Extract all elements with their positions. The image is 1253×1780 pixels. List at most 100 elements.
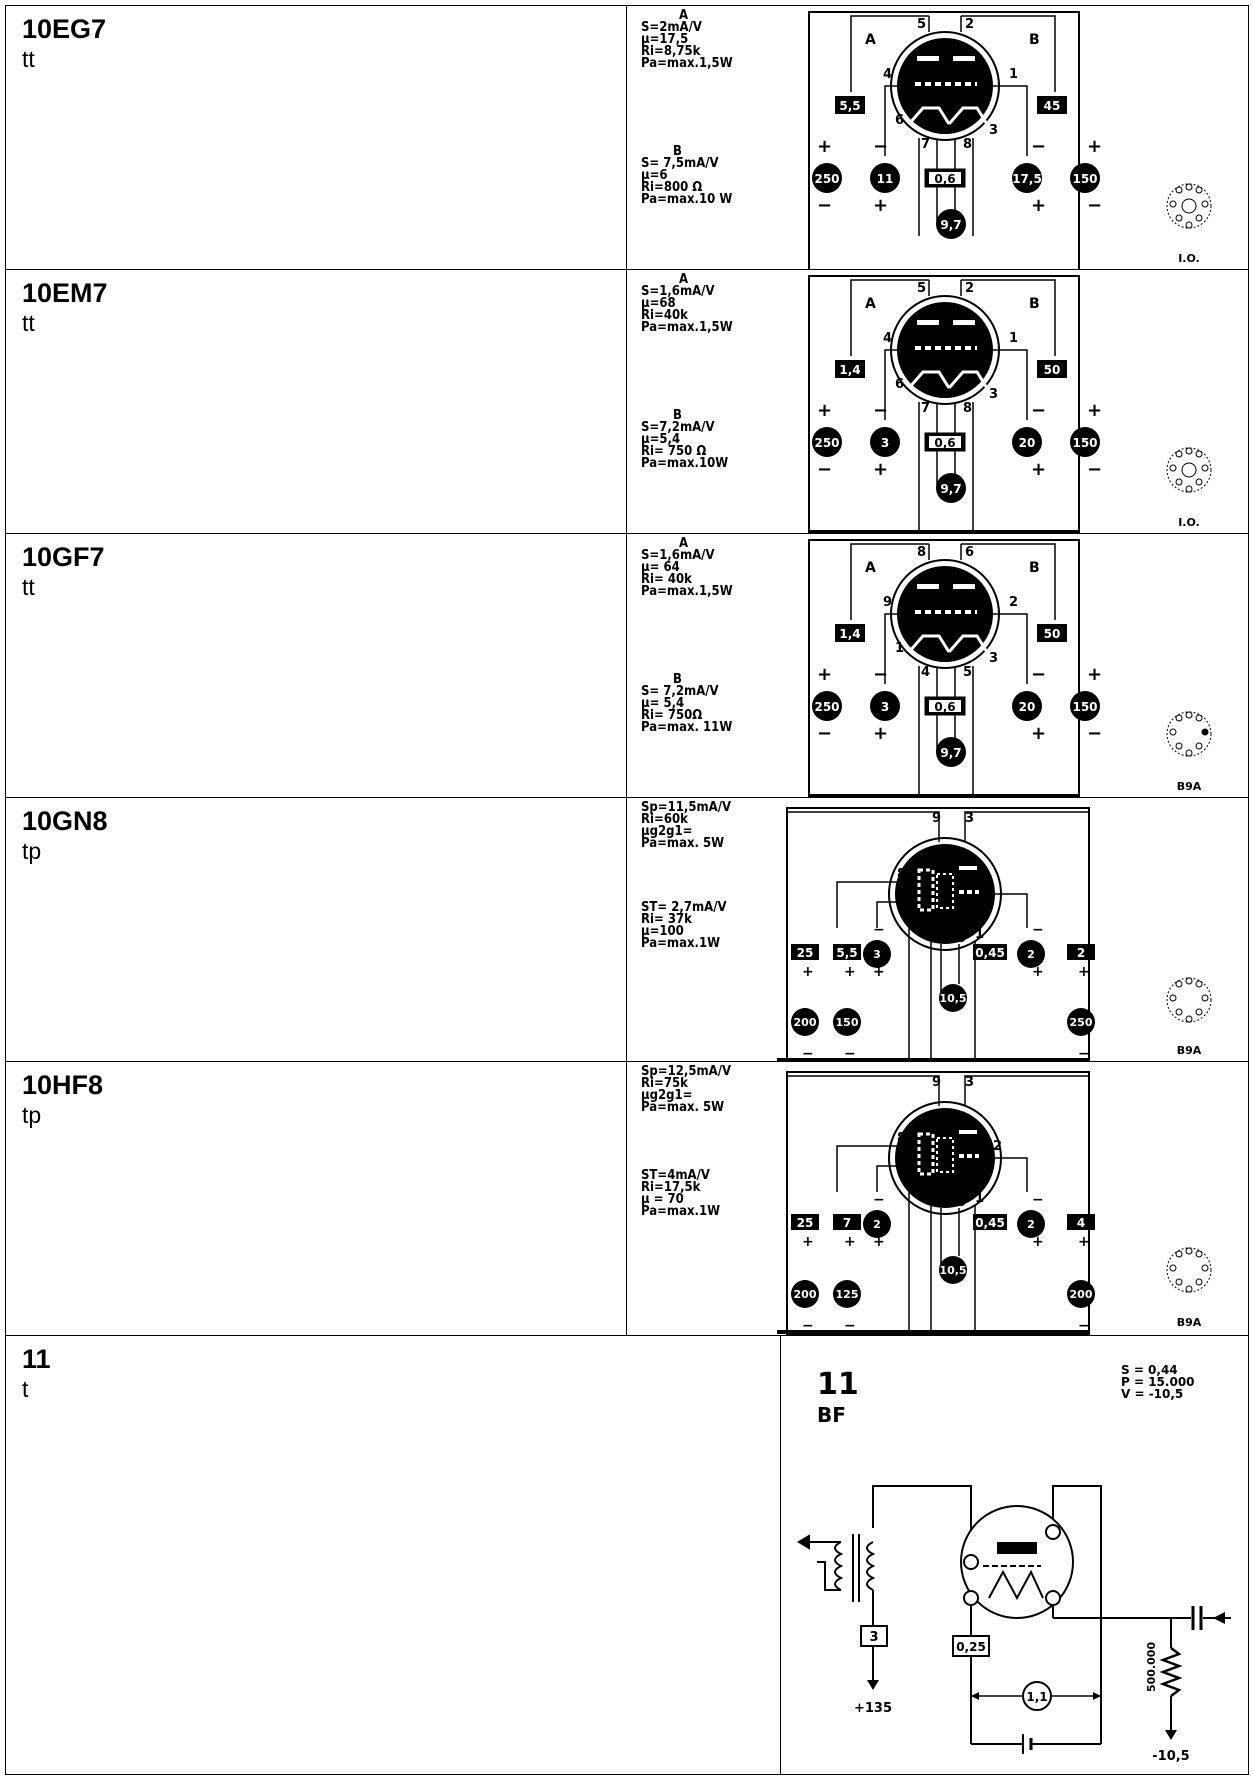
specs-section-b: B S= 7,2mA/V µ= 5,4 Ri= 750Ω Pa=max. 11W bbox=[641, 672, 732, 734]
svg-text:−: − bbox=[873, 1192, 885, 1208]
pin-label: 1 bbox=[975, 927, 984, 942]
tube-name: 10EG7 bbox=[22, 14, 107, 44]
current-box: 0,6 bbox=[934, 436, 955, 450]
unit-a-label: A bbox=[865, 296, 876, 312]
svg-text:+: + bbox=[873, 1234, 885, 1250]
unit-b-label: B bbox=[1029, 32, 1040, 48]
row-diagram-cell: Sp=12,5mA/V Ri=75k µg2g1= Pa=max. 5W ST=… bbox=[626, 1061, 1249, 1336]
pin-label: 4 bbox=[939, 931, 948, 946]
voltage-marker: 2 bbox=[873, 1218, 881, 1231]
voltage-marker: 150 bbox=[1072, 172, 1097, 186]
section-a-header: A bbox=[679, 272, 689, 287]
heater-voltage-marker: 10,5 bbox=[939, 1264, 966, 1277]
pin-label: 6 bbox=[895, 113, 904, 128]
spec-line: Pa=max.1,5W bbox=[641, 320, 733, 335]
pin-label: 2 bbox=[1009, 595, 1018, 610]
pin-label: 3 bbox=[965, 811, 974, 826]
pin-label: 1 bbox=[975, 1191, 984, 1206]
voltage-marker: 20 bbox=[1019, 436, 1036, 450]
spec-line: Ri=800 Ω bbox=[641, 180, 703, 195]
row-diagram-cell: A S=2mA/V µ=17,5 Ri=8,75k Pa=max.1,5W B … bbox=[626, 5, 1249, 270]
voltage-marker: 250 bbox=[1070, 1016, 1093, 1029]
spec-line: S=1,6mA/V bbox=[641, 284, 715, 299]
svg-text:−: − bbox=[1031, 664, 1046, 685]
svg-text:−: − bbox=[1087, 459, 1102, 480]
heater-voltage-marker: 9,7 bbox=[940, 218, 961, 232]
pin-label: 4 bbox=[939, 1195, 948, 1210]
section-b-header: B bbox=[673, 408, 682, 423]
pin-label: 3 bbox=[965, 1075, 974, 1090]
anode-voltage-box: 1,4 bbox=[839, 363, 860, 377]
spec-line: S=7,2mA/V bbox=[641, 420, 715, 435]
svg-text:+: + bbox=[873, 964, 885, 980]
svg-text:+: + bbox=[1078, 1234, 1090, 1250]
transformer-icon bbox=[797, 1534, 876, 1626]
voltage-marker: 250 bbox=[814, 700, 839, 714]
voltage-box: 4 bbox=[1077, 1216, 1085, 1230]
svg-text:+: + bbox=[817, 664, 832, 685]
spec-line: ST=4mA/V bbox=[641, 1168, 710, 1183]
spec-line: Ri=75k bbox=[641, 1076, 688, 1091]
spec-line: µ=68 bbox=[641, 296, 676, 311]
base-pinout-icon bbox=[1166, 711, 1212, 757]
spec-line: Ri= 750Ω bbox=[641, 708, 703, 723]
spec-line: µ=6 bbox=[641, 168, 668, 183]
row-name-cell: 11 t bbox=[5, 1335, 781, 1775]
voltage-marker: 200 bbox=[794, 1016, 817, 1029]
voltage-marker: 200 bbox=[1070, 1288, 1093, 1301]
pin-label: 8 bbox=[897, 867, 906, 882]
base-type-label: I.O. bbox=[1178, 516, 1200, 529]
voltage-marker: 150 bbox=[836, 1016, 859, 1029]
twin-triode-schematic: A B 5 2 4 1 6 7 8 3 1,4 bbox=[808, 275, 1212, 533]
row-name-cell: 10EM7 tt bbox=[5, 269, 627, 534]
plate-voltage: +135 bbox=[854, 1701, 892, 1716]
svg-text:+: + bbox=[1078, 964, 1090, 980]
voltage-marker: 11 bbox=[877, 172, 894, 186]
current-box: 0,6 bbox=[934, 700, 955, 714]
tube-type: tt bbox=[22, 46, 35, 72]
svg-text:−: − bbox=[1078, 1046, 1090, 1062]
voltage-marker: 150 bbox=[1072, 436, 1097, 450]
voltage-box: 25 bbox=[797, 1216, 814, 1230]
spec-line: Ri=8,75k bbox=[641, 44, 701, 59]
base-pinout-icon bbox=[1166, 977, 1212, 1023]
svg-text:−: − bbox=[1087, 723, 1102, 744]
spec-line: µ=5,4 bbox=[641, 432, 681, 447]
current-box: 0,6 bbox=[934, 172, 955, 186]
svg-text:−: − bbox=[873, 922, 885, 938]
svg-text:+: + bbox=[844, 1234, 856, 1250]
tube-name: 10GN8 bbox=[22, 806, 108, 836]
pin-label: 4 bbox=[883, 331, 892, 346]
pin-label: 9 bbox=[932, 811, 941, 826]
tube-name: 10EM7 bbox=[22, 278, 108, 308]
spec-line: Pa=max.10 W bbox=[641, 192, 733, 207]
anode-voltage-box: 5,5 bbox=[839, 99, 860, 113]
voltage-marker: 20 bbox=[1019, 700, 1036, 714]
svg-text:−: − bbox=[873, 136, 888, 157]
svg-text:+: + bbox=[1032, 1234, 1044, 1250]
row-diagram-cell: Sp=11,5mA/V Ri=60k µg2g1= Pa=max. 5W ST=… bbox=[626, 797, 1249, 1062]
spec-line: S=2mA/V bbox=[641, 20, 702, 35]
base-type-label: B9A bbox=[1177, 1044, 1202, 1057]
specs-section-a: A S=1,6mA/V µ=68 Ri=40k Pa=max.1,5W bbox=[641, 272, 733, 335]
diagram-title: 11 bbox=[817, 1367, 859, 1402]
spec-line: ST= 2,7mA/V bbox=[641, 900, 727, 915]
anode-voltage-box: 50 bbox=[1044, 363, 1061, 377]
pin-label: 8 bbox=[917, 545, 926, 560]
resistor-label: 500.000 bbox=[1145, 1642, 1158, 1692]
spec-line: Pa=max.1W bbox=[641, 1204, 721, 1219]
spec-line: Ri=40k bbox=[641, 308, 688, 323]
svg-text:−: − bbox=[873, 664, 888, 685]
unit-a-label: A bbox=[865, 32, 876, 48]
svg-text:+: + bbox=[802, 964, 814, 980]
spec-line: µ=100 bbox=[641, 924, 684, 939]
svg-text:+: + bbox=[873, 723, 888, 744]
row-diagram-cell: A S=1,6mA/V µ=68 Ri=40k Pa=max.1,5W B S=… bbox=[626, 269, 1249, 534]
pin-label: 8 bbox=[897, 1131, 906, 1146]
pin-label: 5 bbox=[917, 281, 926, 296]
section-b-header: B bbox=[673, 672, 682, 687]
pin-label: 7 bbox=[921, 137, 930, 152]
specs-section-a: Sp=11,5mA/V Ri=60k µg2g1= Pa=max. 5W bbox=[641, 801, 731, 850]
svg-text:+: + bbox=[873, 195, 888, 216]
pin-label: 2 bbox=[965, 281, 974, 296]
